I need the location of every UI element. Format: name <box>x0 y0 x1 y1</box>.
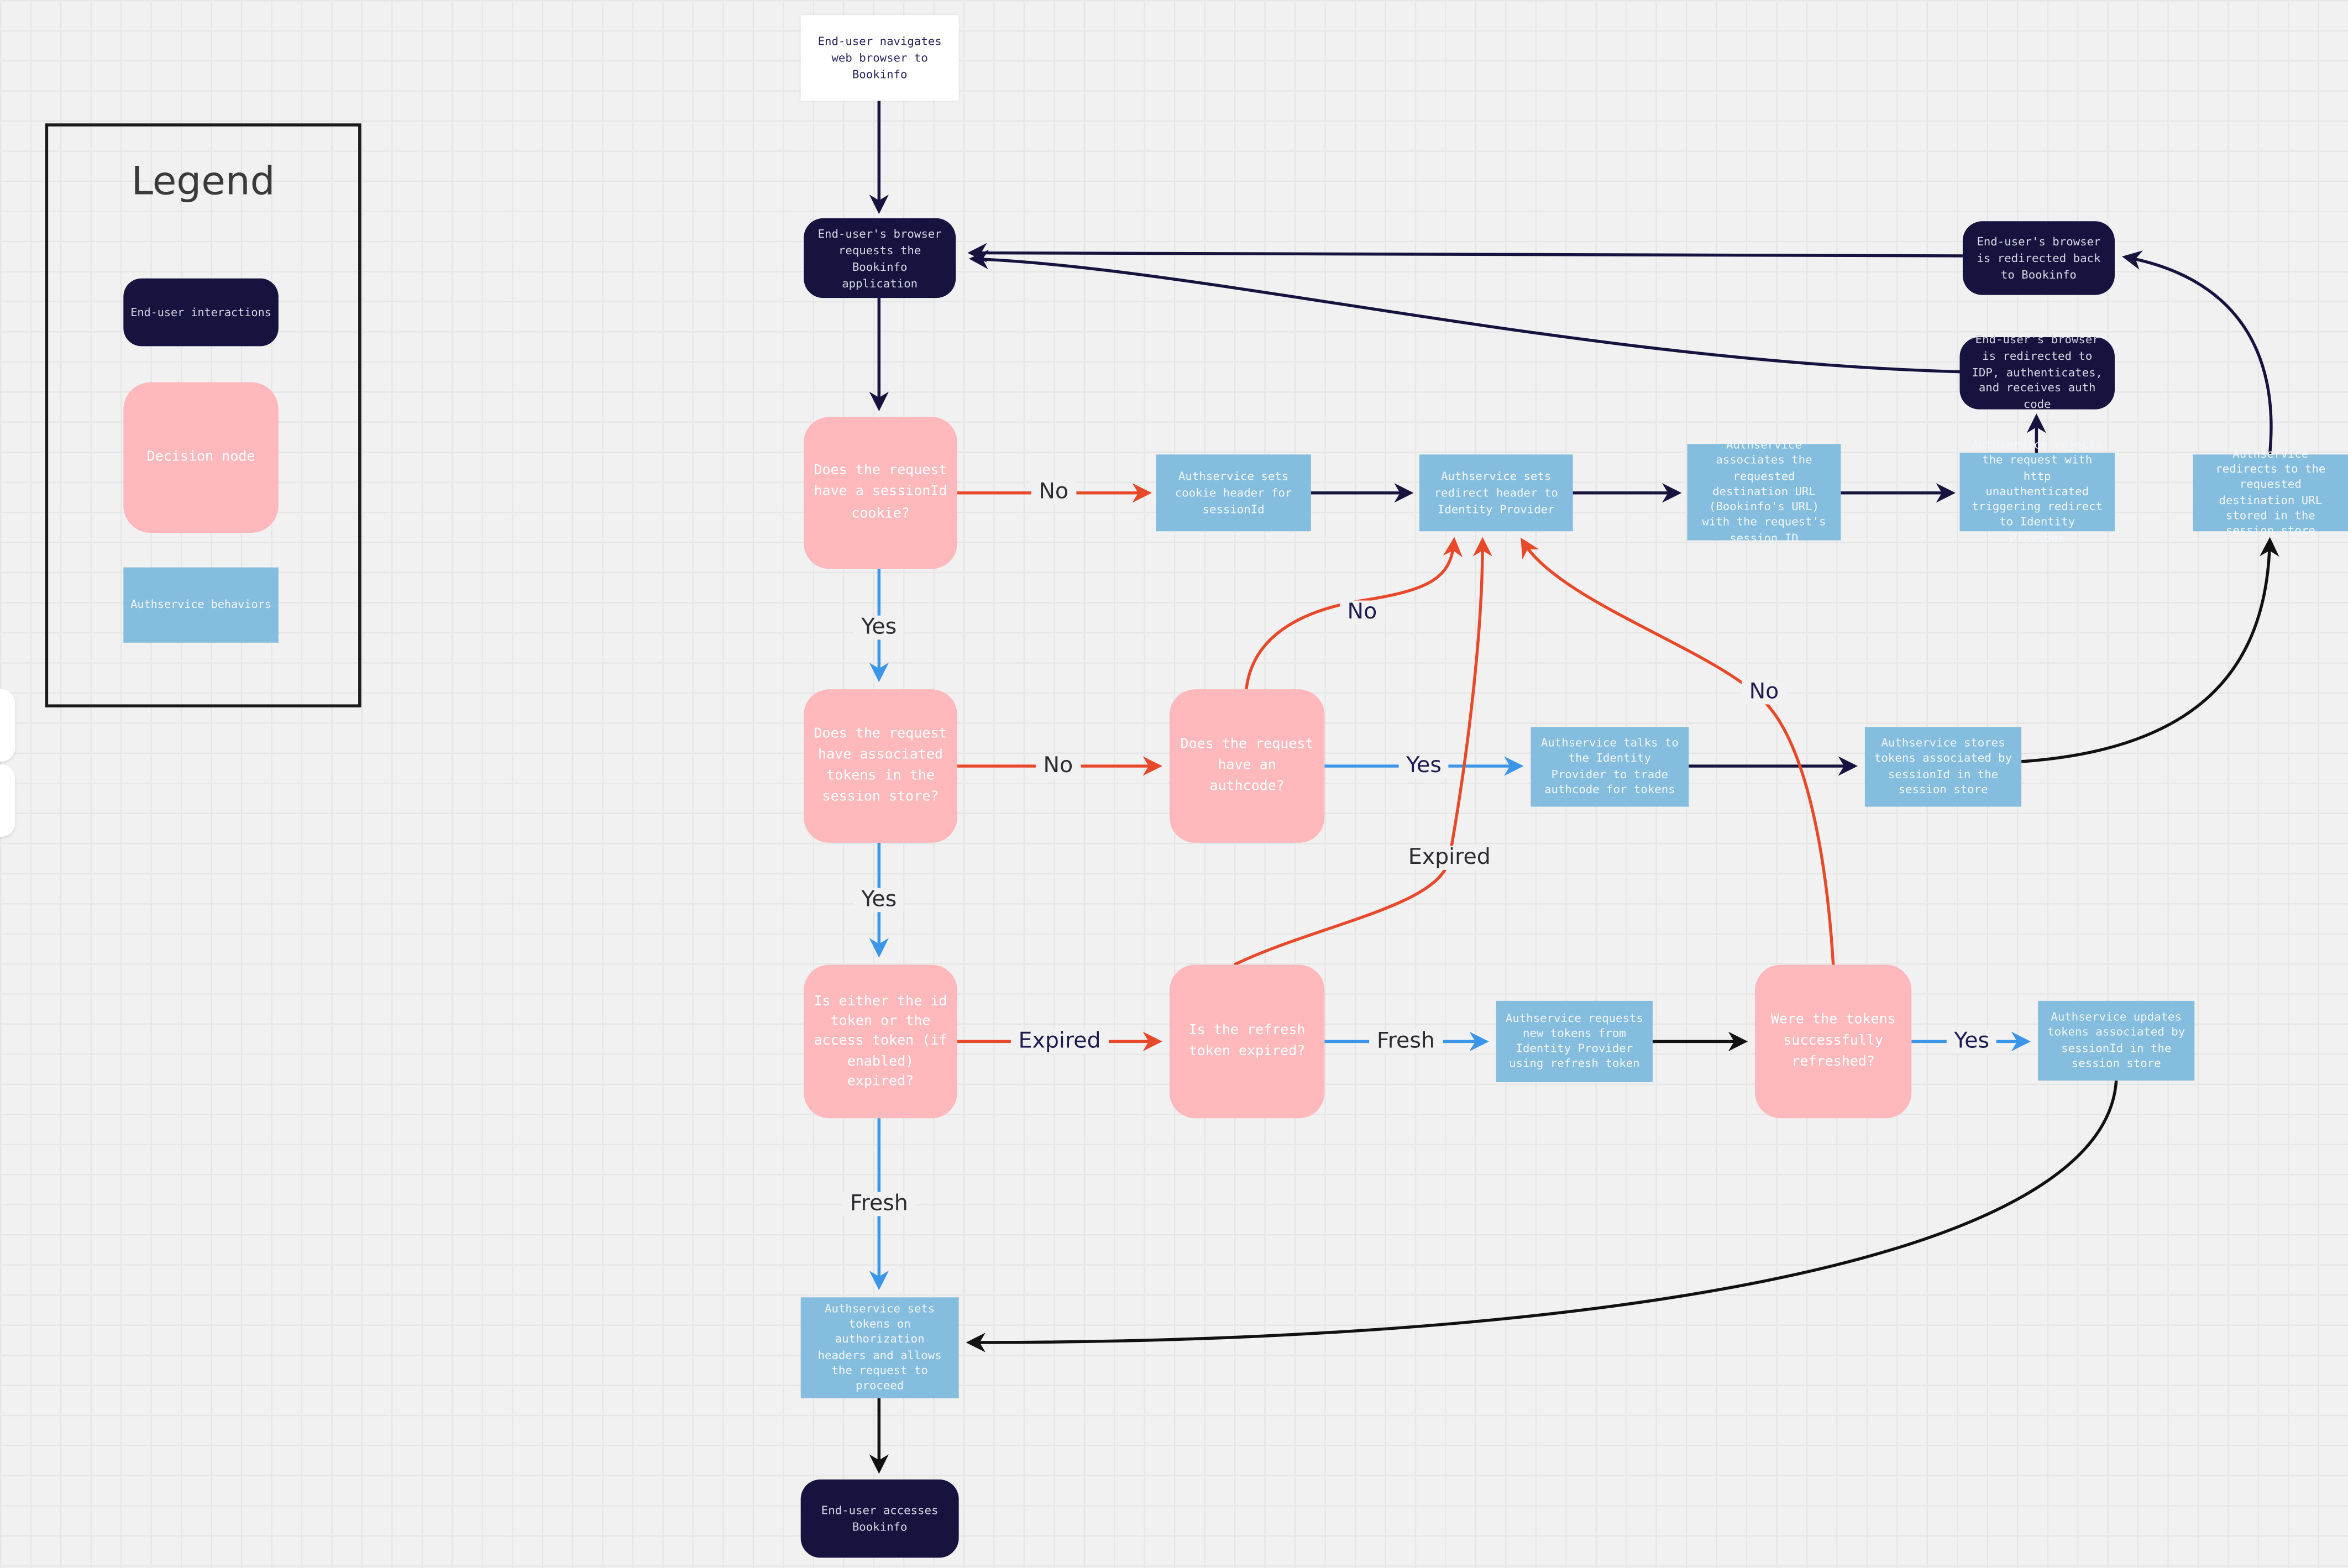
node-idp-auth[interactable]: End-user's browser is redirected to IDP,… <box>1959 333 2115 411</box>
node-sets-cookie[interactable]: Authservice sets cookie header for sessi… <box>1156 454 1311 532</box>
node-requests-new[interactable]: Authservice requests new tokens from Ide… <box>1496 1000 1653 1082</box>
edge-label-no-tokens: No <box>1035 754 1081 778</box>
legend-item-decision: Decision node <box>123 382 279 533</box>
legend-item-authservice: Authservice behaviors <box>123 567 279 643</box>
edge-label-yes-authcode: Yes <box>1398 754 1449 778</box>
node-decision-cookie[interactable]: Does the request have a sessionId cookie… <box>804 417 957 569</box>
node-stores-tokens[interactable]: Authservice stores tokens associated by … <box>1864 727 2022 807</box>
node-sets-redirect[interactable]: Authservice sets redirect header to Iden… <box>1419 454 1573 532</box>
node-rejects-request[interactable]: Authservice rejects the request with htt… <box>1959 438 2115 544</box>
node-sets-tokens[interactable]: Authservice sets tokens on authorization… <box>800 1297 959 1398</box>
edge-idp-to-browser <box>969 249 1960 374</box>
node-start[interactable]: End-user navigates web browser to Bookin… <box>800 15 959 101</box>
node-redirected-back[interactable]: End-user's browser is redirected back to… <box>1962 221 2115 295</box>
node-updates-tokens[interactable]: Authservice updates tokens associated by… <box>2038 1000 2195 1081</box>
edge-label-yes-cookie: Yes <box>853 615 904 640</box>
edge-label-no-cookie: No <box>1031 480 1076 505</box>
edge-stores-to-redirects <box>2021 537 2279 763</box>
node-decision-tokens[interactable]: Does the request have associated tokens … <box>804 689 957 843</box>
node-browser-requests[interactable]: End-user's browser requests the Bookinfo… <box>804 218 956 298</box>
edge-label-yes-tokens: Yes <box>853 888 904 913</box>
node-decision-refreshed[interactable]: Were the tokens successfully refreshed? <box>1755 964 1912 1119</box>
edge-updates-to-settokens <box>966 1080 2118 1352</box>
edge-label-expired-tokens: Expired <box>1010 1029 1109 1054</box>
left-edge-widget[interactable] <box>0 764 15 837</box>
node-access-bookinfo[interactable]: End-user accesses Bookinfo <box>800 1479 959 1558</box>
legend: Legend End-user interactions Decision no… <box>45 123 361 707</box>
node-redirects-stored[interactable]: Authservice redirects to the requested d… <box>2193 447 2348 537</box>
left-edge-widget[interactable] <box>0 689 15 762</box>
node-talks-idp[interactable]: Authservice talks to the Identity Provid… <box>1531 727 1689 807</box>
node-decision-refresh[interactable]: Is the refresh token expired? <box>1169 964 1325 1119</box>
edge-redirects-to-redirectedback <box>2122 250 2273 455</box>
node-associates-url[interactable]: Authservice associates the requested des… <box>1687 438 1841 544</box>
edge-label-yes-refreshed: Yes <box>1946 1029 1997 1054</box>
legend-item-end-user: End-user interactions <box>123 278 279 347</box>
edge-label-fresh-refresh: Fresh <box>1369 1029 1443 1054</box>
node-decision-expired[interactable]: Is either the id token or the access tok… <box>804 964 957 1119</box>
edge-label-fresh-tokens: Fresh <box>842 1192 916 1216</box>
edge-label-no-authcode: No <box>1339 600 1385 625</box>
edge-redirectedback-to-browser <box>967 243 1963 263</box>
node-decision-authcode[interactable]: Does the request have an authcode? <box>1169 689 1325 843</box>
edge-label-no-refreshed: No <box>1742 680 1786 705</box>
edge-label-expired-refresh: Expired <box>1401 846 1498 870</box>
legend-title: Legend <box>131 159 275 205</box>
